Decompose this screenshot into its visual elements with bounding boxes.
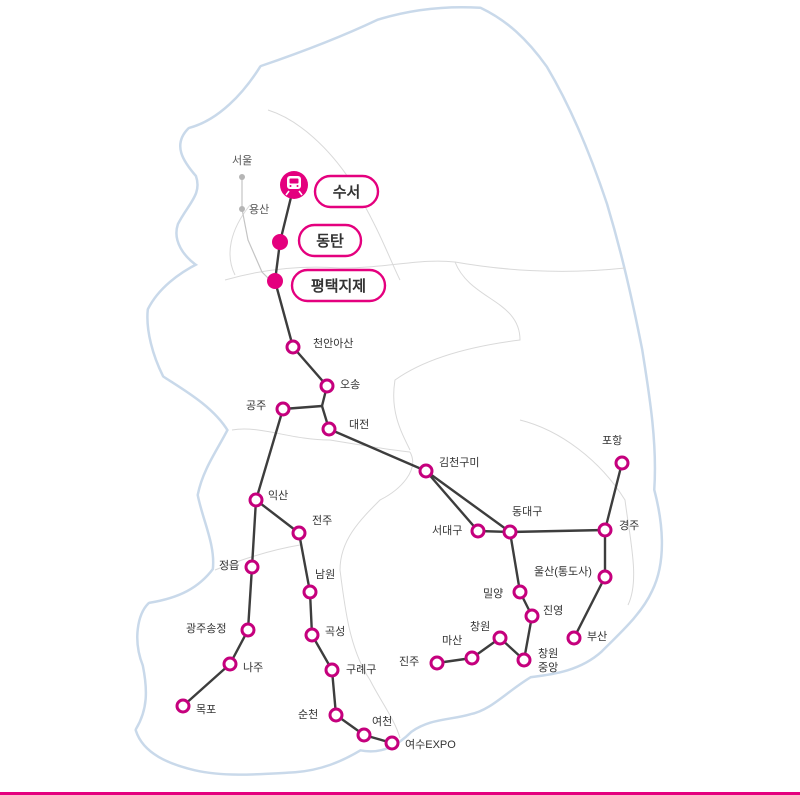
svg-text:익산: 익산 — [268, 489, 288, 502]
station-gurye-gu[interactable]: 구례구 — [324, 662, 376, 678]
station-seodaegu[interactable]: 서대구 — [432, 523, 486, 539]
major-station-pyeongtaek[interactable]: 평택지제 — [267, 268, 387, 303]
svg-text:부산: 부산 — [587, 630, 607, 643]
major-station-dongtan[interactable]: 동탄 — [272, 223, 363, 258]
svg-text:진영: 진영 — [543, 604, 563, 617]
station-changwon[interactable]: 창원 — [470, 620, 508, 646]
station-jeonju[interactable]: 전주 — [291, 514, 332, 541]
dongtan-pill — [297, 223, 363, 258]
station-gyeongju[interactable]: 경주 — [597, 519, 639, 538]
station-changwon-jungang[interactable]: 창원 중앙 — [516, 647, 558, 674]
station-cheonan-asan[interactable]: 천안아산 — [285, 336, 353, 355]
station-yeocheon[interactable]: 여천 — [356, 714, 392, 743]
station-pohang[interactable]: 포항 — [602, 434, 630, 471]
station-suncheon[interactable]: 순천 — [298, 707, 344, 723]
svg-text:순천: 순천 — [298, 707, 318, 721]
svg-text:밀양: 밀양 — [483, 587, 503, 600]
station-miryang[interactable]: 밀양 — [483, 584, 528, 600]
station-gwangju-songjeong[interactable]: 광주송정 — [186, 622, 256, 638]
train-icon — [285, 176, 303, 196]
station-jinyeong[interactable]: 진영 — [524, 604, 563, 624]
station-gokseong[interactable]: 곡성 — [304, 625, 345, 643]
pyeongtaek-label: 평택지제 — [311, 277, 366, 295]
svg-text:경주: 경주 — [619, 519, 639, 532]
svg-text:창원: 창원 — [470, 620, 490, 633]
station-dongdaegu[interactable]: 동대구 — [502, 505, 542, 540]
svg-text:천안아산: 천안아산 — [313, 336, 353, 350]
svg-text:남원: 남원 — [315, 568, 335, 581]
svg-text:오송: 오송 — [340, 378, 360, 391]
station-iksan[interactable]: 익산 — [248, 489, 288, 508]
pyeongtaek-marker — [267, 273, 283, 289]
yongsan-dot — [239, 206, 245, 212]
suseo-pill — [313, 174, 380, 209]
major-station-suseo[interactable]: 수서 — [280, 171, 380, 209]
land — [136, 8, 661, 774]
svg-text:진주: 진주 — [399, 655, 419, 668]
svg-text:여천: 여천 — [372, 714, 392, 728]
station-busan[interactable]: 부산 — [566, 630, 607, 646]
station-jeongeup[interactable]: 정읍 — [219, 559, 260, 575]
svg-text:전주: 전주 — [312, 514, 332, 527]
seoul-label: 서울 — [232, 154, 252, 167]
station-ulsan[interactable]: 울산(통도사) — [534, 565, 613, 585]
bottom-accent-bar — [0, 792, 800, 795]
station-naju[interactable]: 나주 — [222, 656, 263, 674]
station-mokpo[interactable]: 목포 — [175, 698, 216, 716]
svg-text:여수EXPO: 여수EXPO — [405, 738, 456, 751]
stations: 천안아산 오송 대전 공주 익산 전주 정읍 남원 — [175, 336, 639, 751]
svg-text:목포: 목포 — [196, 703, 216, 716]
svg-text:중앙: 중앙 — [538, 661, 558, 674]
station-gongju[interactable]: 공주 — [246, 400, 291, 417]
svg-text:동대구: 동대구 — [512, 505, 542, 518]
svg-text:공주: 공주 — [246, 400, 266, 412]
svg-text:김천구미: 김천구미 — [439, 455, 479, 469]
svg-text:울산(통도사): 울산(통도사) — [534, 565, 592, 578]
pyeongtaek-pill — [290, 268, 387, 303]
svg-text:곡성: 곡성 — [325, 625, 345, 638]
station-masan[interactable]: 마산 — [442, 634, 480, 666]
svg-text:마산: 마산 — [442, 634, 462, 647]
svg-text:나주: 나주 — [243, 661, 263, 674]
svg-text:구례구: 구례구 — [346, 663, 376, 676]
svg-text:포항: 포항 — [602, 434, 622, 447]
yongsan-label: 용산 — [249, 203, 269, 216]
seoul-dot — [239, 174, 245, 180]
suseo-label: 수서 — [333, 184, 361, 201]
dongtan-marker — [272, 234, 288, 250]
station-namwon[interactable]: 남원 — [302, 568, 335, 600]
dongtan-label: 동탄 — [316, 233, 344, 250]
station-daejeon[interactable]: 대전 — [321, 418, 369, 437]
station-osong[interactable]: 오송 — [319, 378, 360, 394]
svg-text:대전: 대전 — [349, 418, 369, 431]
svg-text:광주송정: 광주송정 — [186, 622, 226, 635]
station-jinju[interactable]: 진주 — [399, 655, 445, 671]
svg-text:정읍: 정읍 — [219, 559, 239, 572]
svg-text:서대구: 서대구 — [432, 524, 462, 537]
svg-text:창원: 창원 — [538, 647, 558, 660]
seoul-line — [241, 177, 273, 283]
station-gimcheon-gumi[interactable]: 김천구미 — [418, 455, 479, 479]
station-yeosu-expo[interactable]: 여수EXPO — [384, 735, 456, 751]
